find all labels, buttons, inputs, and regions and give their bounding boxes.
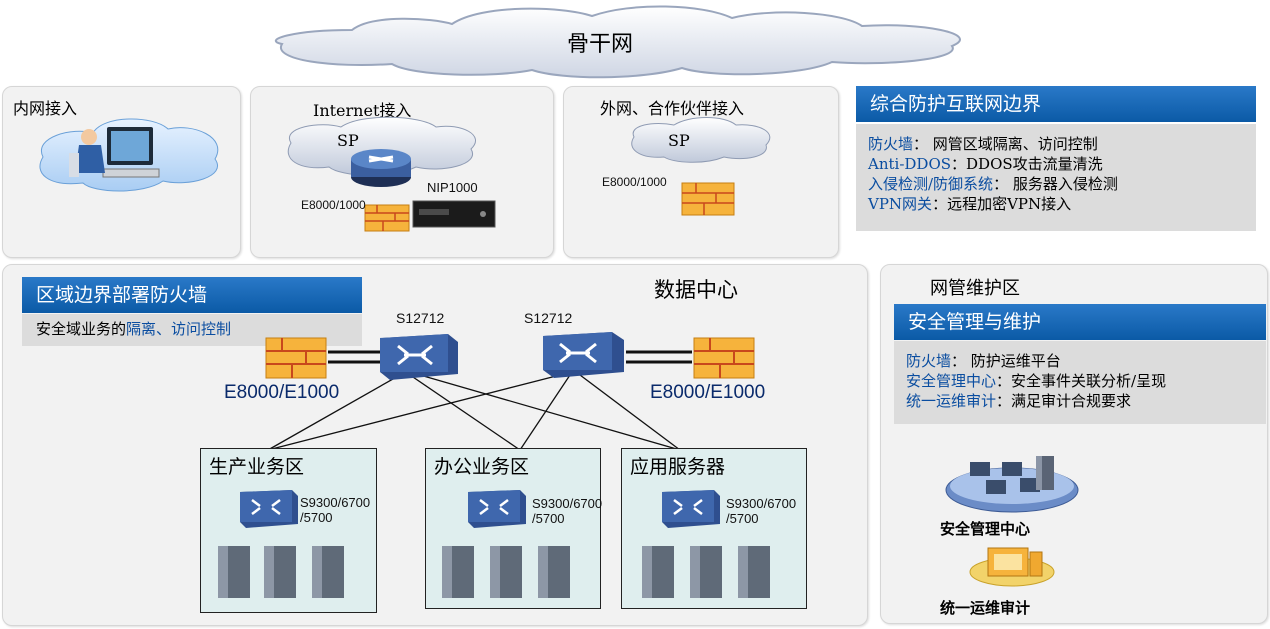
- edge-item: 入侵检测/防御系统： 服务器入侵检测: [868, 175, 1118, 193]
- boundary-desc-box: 安全域业务的隔离、访问控制: [22, 314, 362, 346]
- zone-label: 生产业务区: [209, 456, 305, 478]
- internet-title: Internet接入: [313, 101, 412, 120]
- extranet-sp-label: SP: [668, 131, 690, 150]
- core-switch-2-label: S12712: [524, 310, 573, 326]
- boundary-desc-blue: 隔离、访问控制: [126, 320, 232, 338]
- edge-items-box: 防火墙： 网管区域隔离、访问控制 Anti-DDOS：DDOS攻击流量清洗 入侵…: [856, 124, 1256, 231]
- zone-label: 应用服务器: [630, 456, 726, 478]
- audit-icon: [969, 547, 1055, 587]
- boundary-desc-plain: 安全域业务的: [36, 320, 127, 338]
- fw-left-label: E8000/E1000: [224, 382, 340, 403]
- mgmt-item: 防火墙： 防护运维平台: [906, 352, 1061, 370]
- internet-firewall-label: E8000/1000: [301, 198, 366, 212]
- zone-switch-label: S9300/6700 /5700: [532, 496, 603, 526]
- switch-icon: [662, 490, 720, 528]
- mgmt-title: 网管维护区: [930, 278, 1020, 299]
- edge-item: Anti-DDOS：DDOS攻击流量清洗: [868, 155, 1103, 173]
- mgmt-title-bar: 安全管理与维护: [894, 304, 1266, 340]
- backbone-cloud: 骨干网: [262, 0, 970, 80]
- backbone-label: 骨干网: [567, 32, 634, 57]
- core-switch-1-label: S12712: [396, 310, 445, 326]
- security-center-icon: [945, 456, 1079, 513]
- user-computer-icon: [39, 118, 219, 192]
- edge-item: 防火墙： 网管区域隔离、访问控制: [868, 135, 1098, 153]
- switch-icon: [543, 332, 624, 378]
- edge-item: VPN网关：远程加密VPN接入: [868, 195, 1072, 213]
- internet-devices: [287, 116, 496, 232]
- audit-label: 统一运维审计: [940, 599, 1031, 617]
- firewall-icon: [265, 337, 327, 379]
- intranet-panel: 内网接入: [2, 86, 241, 258]
- cloud-icon: [274, 5, 961, 79]
- boundary-title-bar: 区域边界部署防火墙: [22, 277, 362, 313]
- fw-right-label: E8000/E1000: [650, 382, 766, 403]
- intranet-title: 内网接入: [13, 99, 78, 118]
- extranet-panel: 外网、合作伙伴接入 SP E8000/1000: [563, 86, 839, 258]
- zone-switch-label: S9300/6700 /5700: [300, 495, 371, 525]
- switch-icon: [468, 490, 526, 528]
- edge-title-bar: 综合防护互联网边界: [856, 86, 1256, 122]
- extranet-firewall-label: E8000/1000: [602, 175, 667, 189]
- datacenter-title: 数据中心: [654, 278, 738, 302]
- internet-panel: Internet接入 SP E8000/1000 NIP1000: [250, 86, 554, 258]
- switch-icon: [380, 334, 458, 380]
- extranet-title: 外网、合作伙伴接入: [600, 99, 745, 118]
- mgmt-item: 统一运维审计：满足审计合规要求: [906, 392, 1132, 410]
- security-center-label: 安全管理中心: [940, 520, 1031, 538]
- switch-icon: [240, 490, 298, 528]
- mgmt-item: 安全管理中心：安全事件关联分析/呈现: [906, 372, 1167, 390]
- mgmt-items-box: 防火墙： 防护运维平台 安全管理中心：安全事件关联分析/呈现 统一运维审计：满足…: [894, 341, 1266, 424]
- internet-sp-label: SP: [337, 131, 359, 150]
- zone-switch-label: S9300/6700 /5700: [726, 496, 797, 526]
- extranet-devices: [631, 117, 771, 216]
- zone-label: 办公业务区: [434, 456, 530, 478]
- firewall-icon: [693, 337, 755, 379]
- internet-ips-label: NIP1000: [427, 180, 478, 195]
